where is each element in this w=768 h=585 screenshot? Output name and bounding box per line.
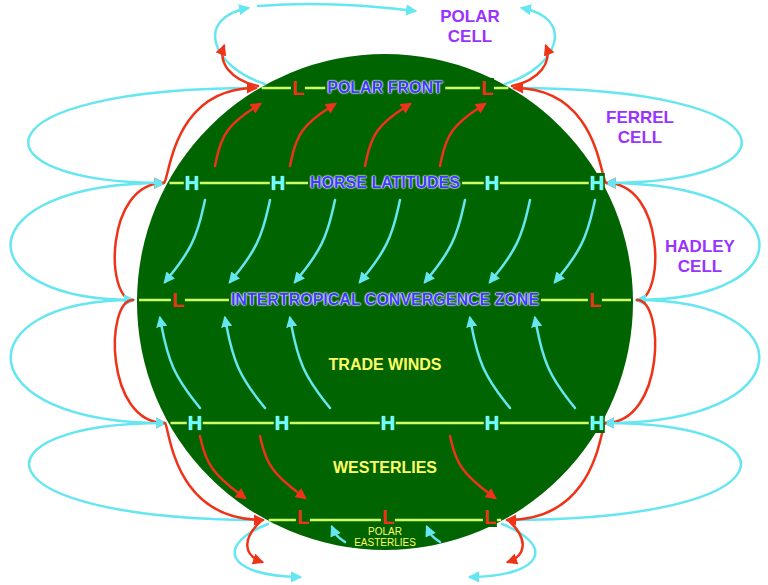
globe xyxy=(137,54,633,550)
cell-loop-arrow xyxy=(605,300,759,423)
wind-arrow xyxy=(215,104,260,166)
wind-arrow xyxy=(295,200,335,282)
wind-arrow xyxy=(332,527,345,542)
wind-arrow xyxy=(535,318,575,408)
cell-loop-arrow xyxy=(115,183,164,300)
high-pressure-mark: H xyxy=(589,413,605,433)
high-pressure-mark: H xyxy=(184,173,200,193)
high-pressure-mark: H xyxy=(589,173,605,193)
high-pressure-mark: H xyxy=(274,413,290,433)
cell-name: FERREL CELL xyxy=(603,108,677,147)
cell-loop-arrow xyxy=(28,88,255,183)
latitude-lines xyxy=(139,88,631,520)
wind-arrow xyxy=(427,527,440,542)
wind-arrow xyxy=(470,318,510,408)
zone-name: HORSE LATITUDES xyxy=(308,173,462,192)
polar-cell-arrow xyxy=(258,4,415,11)
polar-cell-arrow xyxy=(215,8,265,84)
wind-arrow xyxy=(225,318,265,408)
cell-name: HADLEY CELL xyxy=(660,237,740,276)
wind-arrow xyxy=(425,200,465,282)
wind-arrow xyxy=(490,200,530,282)
polar-cell-arrow xyxy=(222,46,258,86)
wind-name: WESTERLIES xyxy=(331,458,439,477)
cell-loop-arrow xyxy=(607,183,656,300)
polar-cell-arrow xyxy=(235,524,300,577)
surface-winds xyxy=(160,104,595,542)
wind-arrow xyxy=(440,104,485,166)
high-pressure-mark: H xyxy=(484,413,500,433)
high-pressure-mark: H xyxy=(270,173,286,193)
wind-arrow xyxy=(165,200,205,282)
wind-arrow xyxy=(260,436,305,498)
cell-name: POLAR CELL xyxy=(435,7,505,46)
wind-arrow xyxy=(200,436,245,498)
cell-loop-arrow xyxy=(29,423,263,520)
zone-name: INTERTROPICAL CONVERGENCE ZONE xyxy=(229,290,541,309)
wind-arrow xyxy=(230,200,270,282)
cell-loop-arrow xyxy=(165,423,263,520)
wind-name: TRADE WINDS xyxy=(327,355,444,374)
cell-loop-arrow xyxy=(507,423,741,520)
high-pressure-mark: H xyxy=(380,413,396,433)
cell-loop-arrow xyxy=(11,300,165,423)
cell-loop-arrow xyxy=(163,88,255,183)
cell-loop-arrow xyxy=(11,183,164,300)
low-pressure-mark: L xyxy=(483,507,497,527)
cell-loop-arrow xyxy=(507,423,605,520)
cell-loop-arrow xyxy=(514,88,741,183)
polar-cell-arrow xyxy=(505,8,555,84)
polar-cell-arrow xyxy=(512,46,548,86)
polar-cell-arrow xyxy=(247,520,262,562)
zone-name: POLAR FRONT xyxy=(325,78,445,97)
polar-cell-arrow xyxy=(470,524,535,577)
cell-loop-arrow xyxy=(605,300,655,423)
polar-cell-arrow xyxy=(508,520,523,562)
wind-arrow xyxy=(160,318,200,408)
high-pressure-mark: H xyxy=(484,173,500,193)
wind-arrow xyxy=(450,436,495,498)
wind-arrow xyxy=(290,318,330,408)
low-pressure-mark: L xyxy=(381,507,395,527)
low-pressure-mark: L xyxy=(291,78,305,98)
polar-cell-arrows xyxy=(215,4,555,577)
wind-arrow xyxy=(290,104,335,166)
cell-loop-arrow xyxy=(607,183,760,300)
high-pressure-mark: H xyxy=(187,413,203,433)
low-pressure-mark: L xyxy=(480,78,494,98)
cell-loops xyxy=(11,88,760,520)
cell-loop-arrow xyxy=(514,88,606,183)
wind-arrow xyxy=(360,200,400,282)
wind-name: POLAR EASTERLIES xyxy=(352,527,418,548)
cell-loop-arrow xyxy=(115,300,165,423)
low-pressure-mark: L xyxy=(171,290,185,310)
wind-arrow xyxy=(555,200,595,282)
low-pressure-mark: L xyxy=(296,507,310,527)
low-pressure-mark: L xyxy=(588,290,602,310)
wind-arrow xyxy=(365,104,410,166)
